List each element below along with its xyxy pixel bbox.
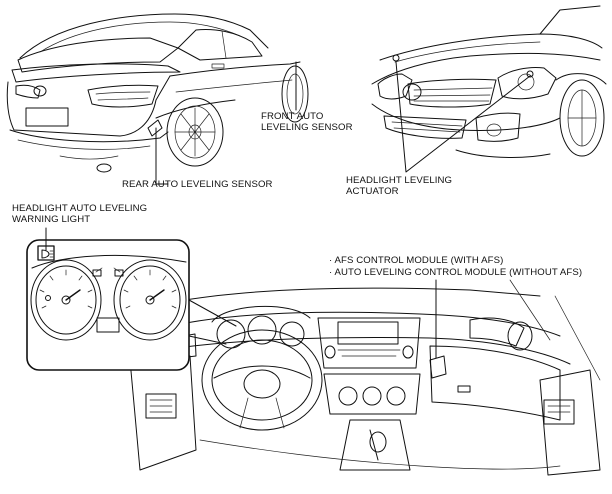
front-sensor-label-line2: LEVELING SENSOR bbox=[261, 122, 353, 133]
instrument-cluster-inset bbox=[26, 239, 190, 371]
leader-actuator bbox=[395, 61, 531, 173]
actuator-label: HEADLIGHT LEVELING ACTUATOR bbox=[346, 175, 452, 197]
afs-module-label: · AFS CONTROL MODULE (WITH AFS) bbox=[329, 255, 504, 266]
actuator-label-line2: ACTUATOR bbox=[346, 186, 399, 197]
warning-light-label-line2: WARNING LIGHT bbox=[12, 214, 91, 225]
front-sensor-label: FRONT AUTO LEVELING SENSOR bbox=[261, 111, 353, 133]
rear-sensor-label: REAR AUTO LEVELING SENSOR bbox=[122, 179, 273, 190]
dashboard-illustration bbox=[129, 279, 601, 476]
warning-light-label: HEADLIGHT AUTO LEVELING WARNING LIGHT bbox=[12, 203, 147, 225]
warning-light-label-line1: HEADLIGHT AUTO LEVELING bbox=[12, 203, 148, 214]
actuator-label-line1: HEADLIGHT LEVELING bbox=[346, 175, 453, 186]
car-rear-illustration bbox=[6, 13, 309, 173]
zoom-line-upper bbox=[188, 299, 237, 327]
front-sensor-label-line1: FRONT AUTO bbox=[261, 111, 324, 122]
car-front-illustration bbox=[371, 5, 607, 158]
leveling-module-label: · AUTO LEVELING CONTROL MODULE (WITHOUT … bbox=[329, 267, 583, 278]
leader-rear-sensor bbox=[155, 127, 169, 185]
zoom-line-lower bbox=[188, 335, 227, 345]
